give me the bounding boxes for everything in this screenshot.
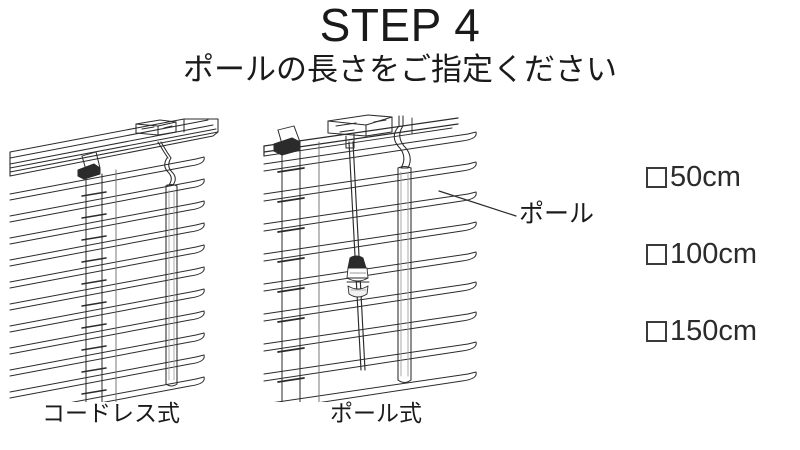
checkbox-50cm[interactable] [646,166,667,188]
checkbox-150cm[interactable] [646,320,667,342]
checkbox-100cm[interactable] [646,243,667,265]
tilt-wand [165,183,178,387]
page-subtitle: ポールの長さをご指定ください [183,52,617,87]
option-row-100cm[interactable]: 100cm [646,235,796,273]
mounting-bracket [135,119,177,136]
caption-cordless-type: コードレス式 [42,400,180,426]
pole-blind-drawing [263,114,477,402]
headrail [9,118,219,177]
operating-pole [397,165,412,384]
illustration-pole-blind [262,112,512,407]
option-row-150cm[interactable]: 150cm [646,312,796,350]
option-row-50cm[interactable]: 50cm [646,158,796,196]
caption-pole-type: ポール式 [330,400,422,426]
illustration-cordless-blind [8,112,248,407]
cord-tassel [346,255,370,298]
cordless-blind-drawing [9,118,219,402]
slat-group [263,131,477,402]
option-label-100cm: 100cm [670,238,758,270]
slat-group [9,156,205,402]
header: STEP 4 ポールの長さをご指定ください [0,0,800,88]
pole-callout-label: ポール [519,200,595,228]
ladder-cord [273,125,305,402]
ladder-cord [77,151,107,402]
tilt-mechanism-bracket [327,114,393,149]
pole-hook [393,115,413,169]
page-title: STEP 4 [319,0,481,51]
option-label-150cm: 150cm [670,315,758,347]
option-label-50cm: 50cm [670,161,741,193]
pole-length-options: 50cm 100cm 150cm [646,158,796,389]
